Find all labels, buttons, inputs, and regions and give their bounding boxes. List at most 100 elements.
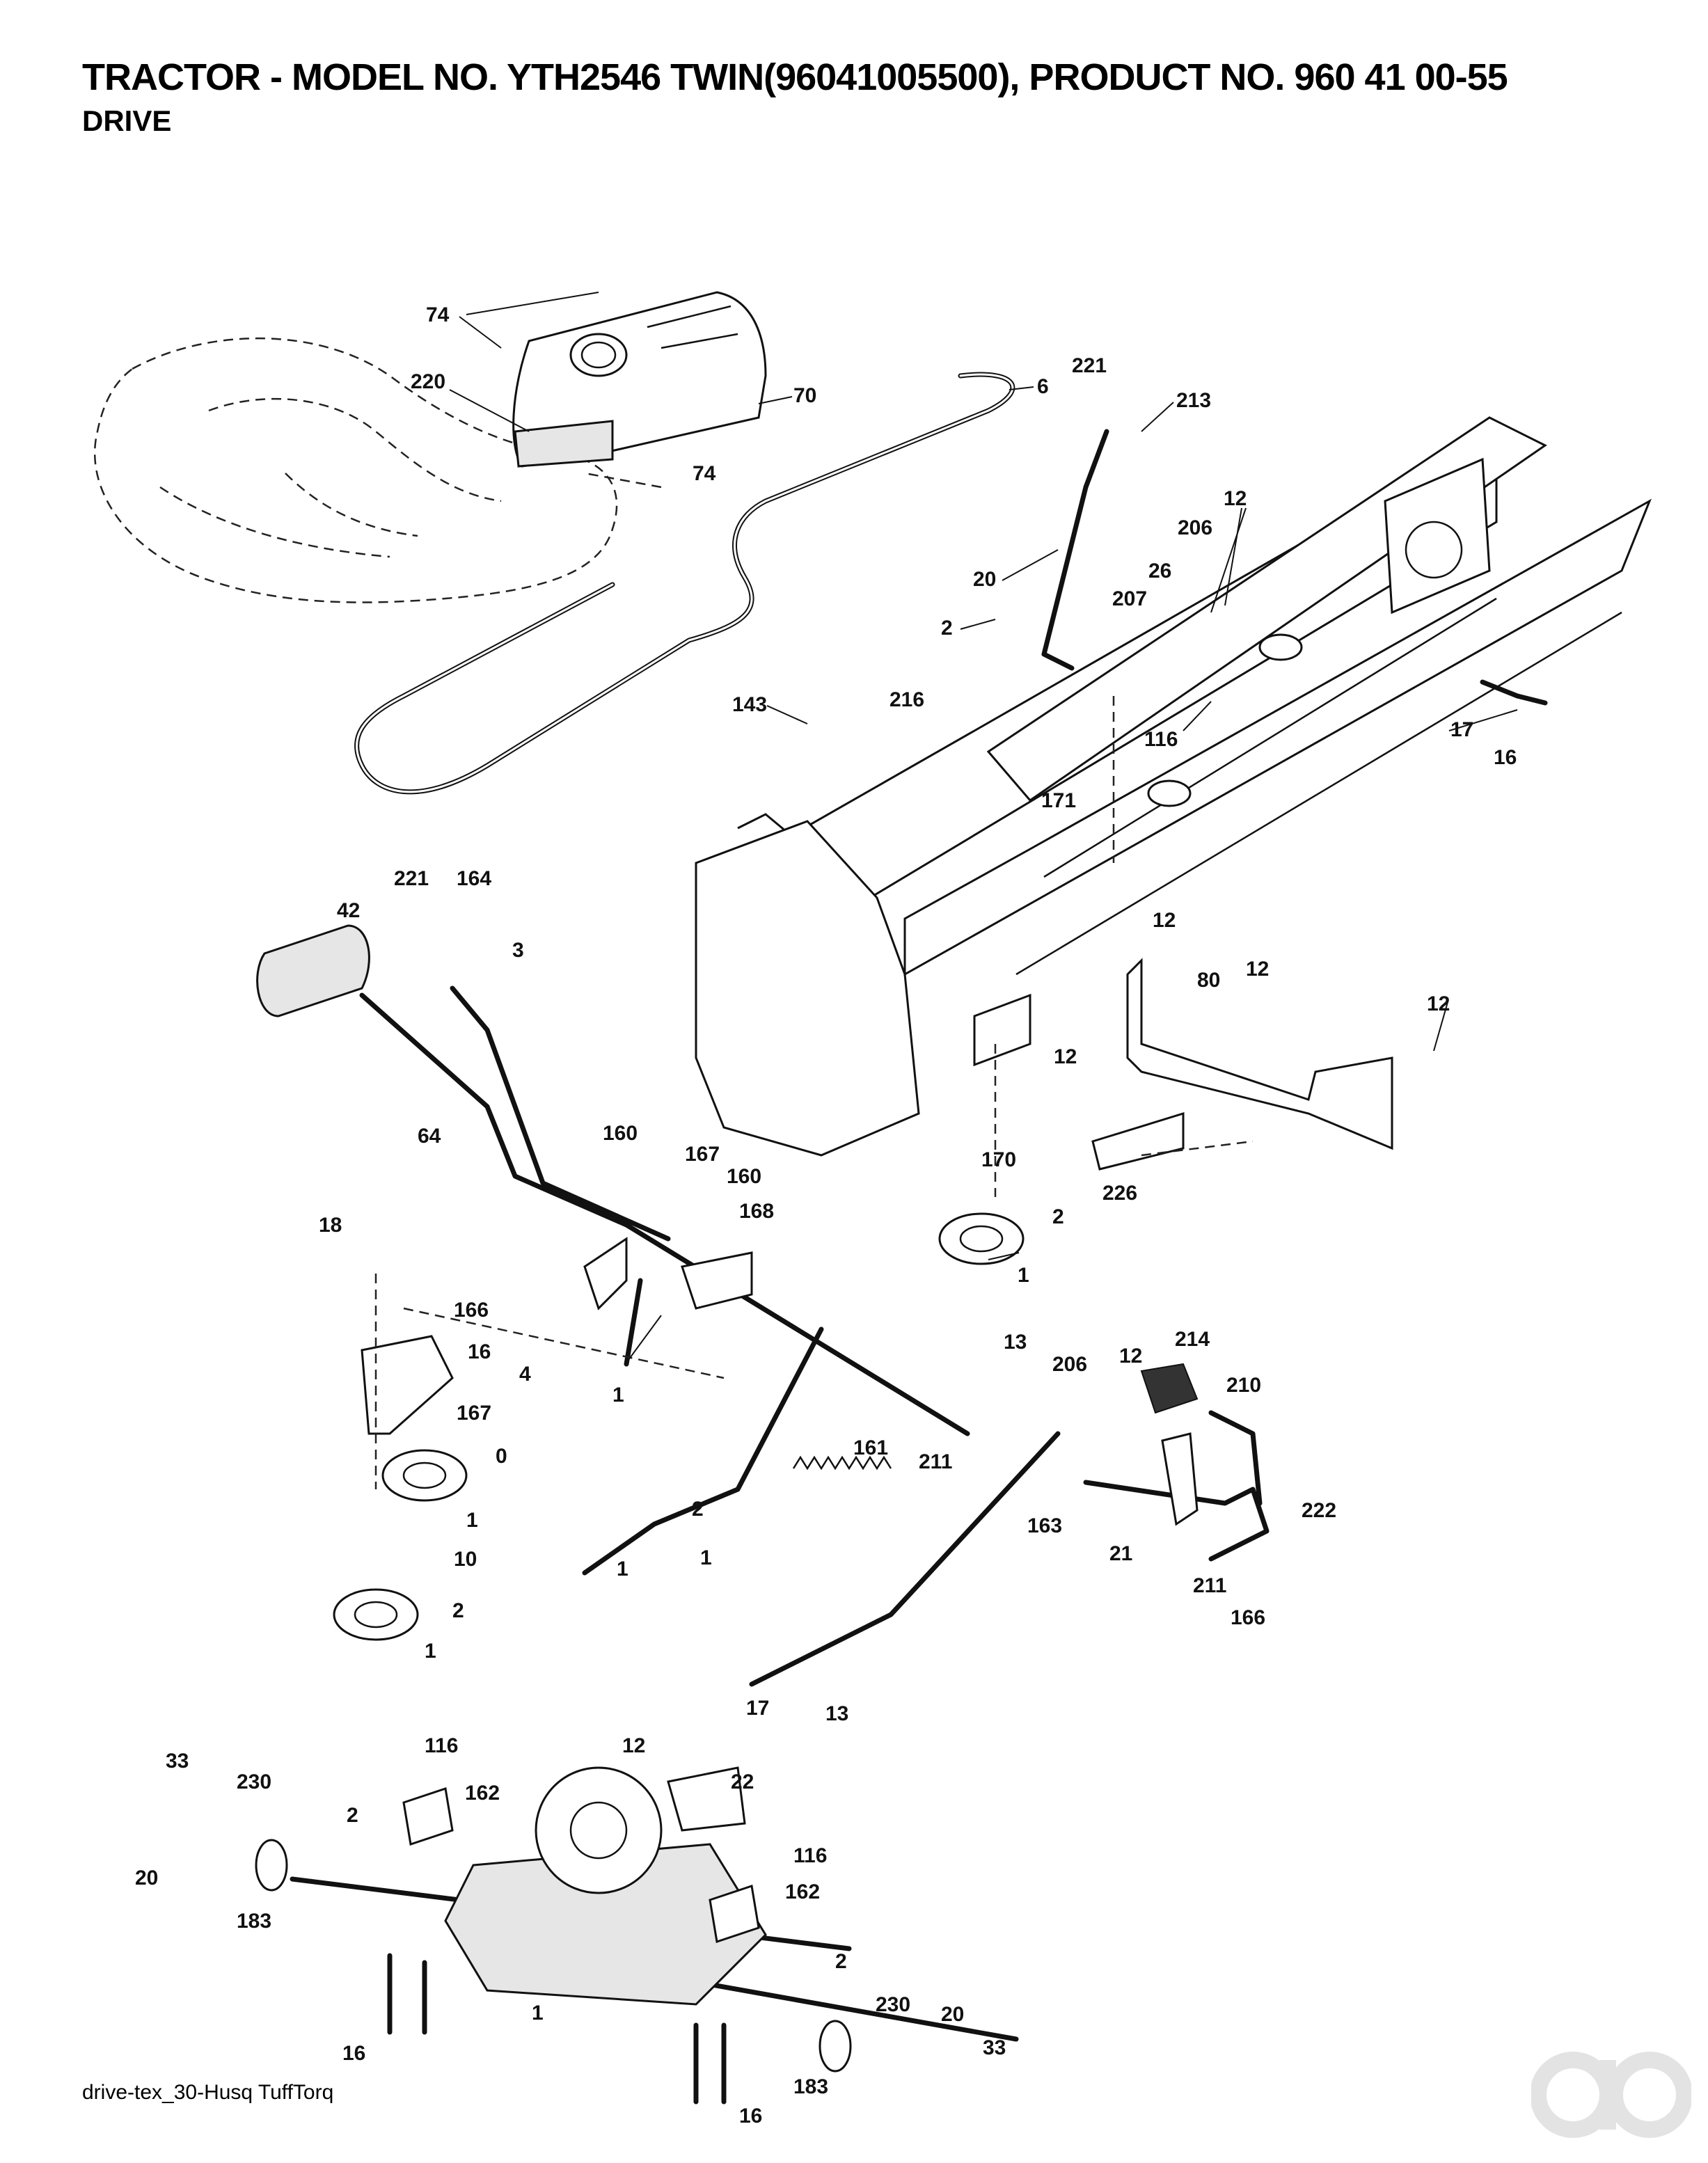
- callout-221: 221: [394, 867, 429, 890]
- callout-166: 166: [1231, 1606, 1265, 1629]
- pulleys: [333, 1212, 1025, 1641]
- callout-207: 207: [1112, 587, 1147, 610]
- callout-0: 0: [496, 1445, 507, 1468]
- callout-222: 222: [1302, 1499, 1336, 1522]
- callout-164: 164: [457, 867, 491, 890]
- callout-20: 20: [941, 2003, 964, 2026]
- callout-2: 2: [941, 617, 953, 640]
- callout-80: 80: [1197, 969, 1220, 992]
- callout-220: 220: [411, 370, 445, 393]
- callout-171: 171: [1041, 789, 1076, 812]
- callout-16: 16: [468, 1340, 491, 1363]
- callout-162: 162: [785, 1880, 820, 1903]
- callout-1: 1: [1018, 1264, 1029, 1287]
- callout-17: 17: [746, 1697, 769, 1720]
- transaxle: [255, 1766, 1019, 2105]
- callout-4: 4: [519, 1363, 531, 1386]
- leader-lines: [449, 292, 1518, 1363]
- callout-6: 6: [1037, 375, 1049, 398]
- callout-183: 183: [237, 1910, 271, 1933]
- callout-22: 22: [731, 1770, 754, 1793]
- callout-21: 21: [1109, 1542, 1132, 1565]
- callout-160: 160: [603, 1122, 638, 1145]
- callout-74: 74: [693, 462, 716, 485]
- callout-226: 226: [1102, 1182, 1137, 1205]
- callout-12: 12: [1224, 487, 1247, 510]
- callout-26: 26: [1148, 560, 1171, 583]
- tractor-frame: [695, 416, 1652, 1157]
- callout-12: 12: [1427, 992, 1450, 1015]
- callout-70: 70: [793, 384, 816, 407]
- callout-16: 16: [739, 2105, 762, 2128]
- callout-74: 74: [426, 303, 450, 326]
- pedal-assembly: [256, 924, 970, 1436]
- brake-pedal: [1083, 1363, 1270, 1562]
- callout-1: 1: [617, 1558, 628, 1580]
- callout-10: 10: [454, 1548, 477, 1571]
- callout-160: 160: [727, 1165, 761, 1188]
- callout-116: 116: [425, 1734, 458, 1757]
- callout-16: 16: [342, 2042, 365, 2065]
- callout-167: 167: [457, 1402, 491, 1425]
- callout-166: 166: [454, 1299, 489, 1322]
- fender-cover: [512, 291, 767, 468]
- callout-13: 13: [1004, 1331, 1027, 1354]
- callout-12: 12: [1054, 1045, 1077, 1068]
- callout-12: 12: [622, 1734, 645, 1757]
- callout-168: 168: [739, 1200, 774, 1223]
- callout-116: 116: [793, 1844, 827, 1867]
- lift-rods: [1041, 429, 1548, 706]
- callout-216: 216: [889, 688, 924, 711]
- callout-2: 2: [835, 1950, 847, 1973]
- page-subtitle: DRIVE: [82, 104, 172, 137]
- callout-230: 230: [237, 1770, 271, 1793]
- callout-206: 206: [1178, 516, 1212, 539]
- callout-116: 116: [1144, 728, 1178, 751]
- assembly-guides: [374, 472, 1254, 1489]
- callout-163: 163: [1027, 1514, 1062, 1537]
- callout-12: 12: [1119, 1345, 1142, 1368]
- callout-1: 1: [466, 1509, 478, 1532]
- callout-214: 214: [1175, 1328, 1210, 1351]
- callout-12: 12: [1153, 909, 1176, 932]
- callout-1: 1: [612, 1384, 624, 1407]
- callout-3: 3: [512, 939, 524, 962]
- seat-outline: [94, 337, 618, 603]
- ao-logo: [1531, 2052, 1691, 2138]
- callout-143: 143: [732, 693, 767, 716]
- callout-2: 2: [692, 1498, 704, 1521]
- spring-161: [792, 1455, 892, 1471]
- callout-1: 1: [700, 1546, 712, 1569]
- callout-20: 20: [135, 1867, 158, 1889]
- page-title: TRACTOR - MODEL NO. YTH2546 TWIN(9604100…: [82, 56, 1508, 98]
- callout-13: 13: [825, 1702, 848, 1725]
- callout-183: 183: [793, 2075, 828, 2098]
- callout-206: 206: [1052, 1353, 1087, 1376]
- diagram-reference: drive-tex_30-Husq TuffTorq: [82, 2081, 334, 2104]
- drive-belt: [354, 372, 1015, 795]
- callout-1: 1: [425, 1640, 436, 1663]
- callout-33: 33: [983, 2036, 1006, 2059]
- callout-230: 230: [876, 1993, 910, 2016]
- callout-2: 2: [347, 1804, 358, 1827]
- callout-211: 211: [919, 1450, 952, 1473]
- bracket-80: [1091, 958, 1393, 1171]
- callout-16: 16: [1494, 746, 1517, 769]
- callout-162: 162: [465, 1782, 500, 1805]
- callout-211: 211: [1193, 1574, 1226, 1597]
- callout-161: 161: [853, 1436, 888, 1459]
- callout-64: 64: [418, 1125, 441, 1148]
- control-rods: [582, 1326, 1061, 1687]
- callout-210: 210: [1226, 1374, 1261, 1397]
- callout-1: 1: [532, 2002, 544, 2025]
- callout-170: 170: [981, 1148, 1016, 1171]
- callout-33: 33: [166, 1750, 189, 1773]
- callouts: 74 74 220 70 6 221 213 12 206 20 26 207 …: [135, 303, 1517, 2128]
- callout-213: 213: [1176, 389, 1211, 412]
- callout-2: 2: [1052, 1205, 1064, 1228]
- callout-42: 42: [337, 899, 360, 922]
- callout-20: 20: [973, 568, 996, 591]
- callout-221: 221: [1072, 354, 1107, 377]
- callout-167: 167: [685, 1143, 720, 1166]
